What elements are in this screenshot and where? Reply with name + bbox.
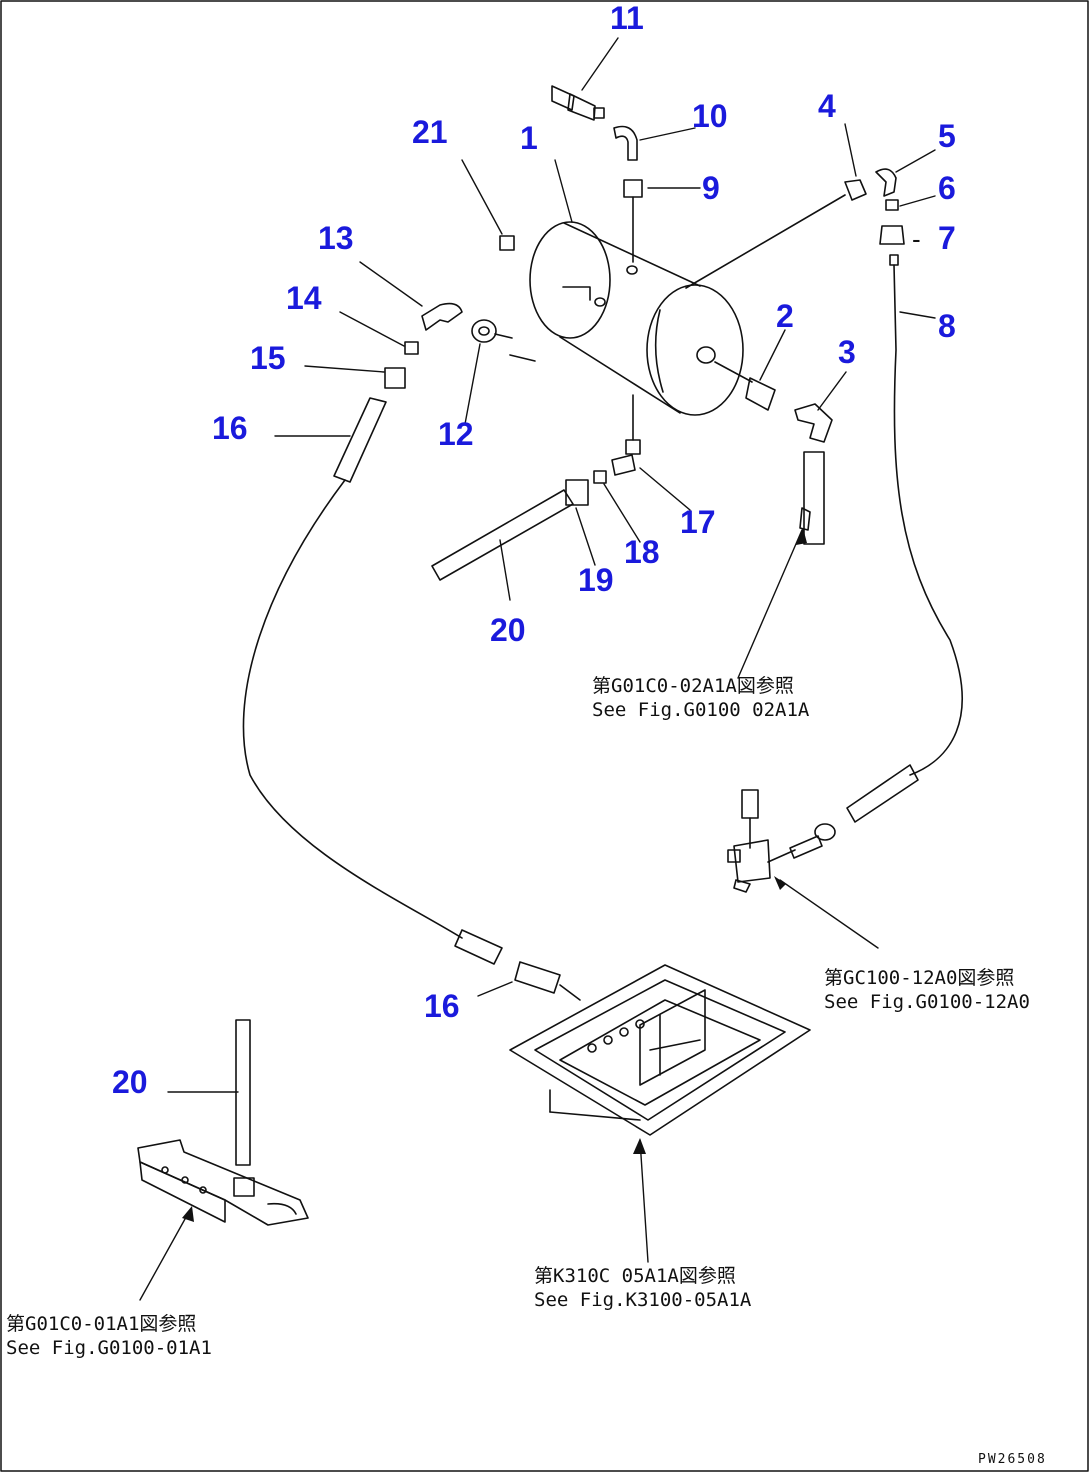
part-7-stem [889, 254, 899, 266]
pipe-3-lower [803, 451, 825, 545]
callout-part-16-lower[interactable]: 16 [424, 988, 460, 1024]
hose-8-end [846, 764, 919, 823]
hose-16-routing [242, 479, 463, 939]
fitting-17 [611, 454, 636, 476]
fitting-9 [623, 179, 643, 263]
elbow-10 [613, 125, 638, 161]
ref-note-en: See Fig.G0100-12A0 [824, 991, 1030, 1013]
ref-note-g0100-02a1a[interactable]: 第G01C0-02A1A図参照 See Fig.G0100 02A1A [592, 674, 809, 722]
part-14 [404, 341, 419, 355]
callout-part-14[interactable]: 14 [286, 280, 322, 316]
air-tank [509, 221, 744, 416]
pedal-plate [509, 964, 811, 1136]
ref-note-k3100-05a1a[interactable]: 第K310C 05A1A図参照 See Fig.K3100-05A1A [534, 1264, 751, 1312]
hose-16-lower [454, 929, 503, 965]
callout-part-20[interactable]: 20 [490, 612, 526, 648]
drawing-code: PW26508 [978, 1452, 1047, 1467]
washer-6 [885, 199, 899, 211]
pipe-20 [431, 489, 574, 581]
ref-note-jp: 第G01C0-01A1図参照 [6, 1313, 197, 1335]
elbow-13 [421, 302, 463, 331]
elbow-3 [794, 403, 833, 443]
callout-part-18[interactable]: 18 [624, 534, 660, 570]
callout-part-12[interactable]: 12 [438, 416, 474, 452]
callout-part-15[interactable]: 15 [250, 340, 286, 376]
ref-note-g0100-12a0[interactable]: 第GC100-12A0図参照 See Fig.G0100-12A0 [824, 966, 1030, 1014]
callout-part-1[interactable]: 1 [520, 120, 538, 156]
washer-18 [593, 470, 607, 484]
ref-note-en: See Fig.G0100 02A1A [592, 699, 810, 721]
callout-part-7[interactable]: 7 [938, 220, 956, 256]
ref-note-en: See Fig.K3100-05A1A [534, 1289, 752, 1311]
hose-16-upper [333, 397, 387, 483]
callout-part-16[interactable]: 16 [212, 410, 248, 446]
ref-note-jp: 第K310C 05A1A図参照 [534, 1265, 736, 1287]
callout-part-10[interactable]: 10 [692, 98, 728, 134]
fitting-4 [844, 179, 867, 201]
ref-note-en: See Fig.G0100-01A1 [6, 1337, 212, 1359]
banjo-12 [471, 319, 513, 343]
callout-part-2[interactable]: 2 [776, 298, 794, 334]
hose-8 [893, 264, 963, 776]
nut-15 [384, 367, 406, 389]
callout-part-17[interactable]: 17 [680, 504, 716, 540]
ref-note-jp: 第G01C0-02A1A図参照 [592, 675, 794, 697]
callout-part-11[interactable]: 11 [610, 0, 644, 36]
nut-7 [879, 225, 905, 245]
ref-note-g0100-01a1[interactable]: 第G01C0-01A1図参照 See Fig.G0100-01A1 [6, 1312, 212, 1360]
arrowheads [182, 528, 807, 1222]
callout-part-4[interactable]: 4 [818, 88, 836, 124]
ref-note-jp: 第GC100-12A0図参照 [824, 967, 1015, 989]
part-11 [551, 85, 605, 121]
callout-part-13[interactable]: 13 [318, 220, 354, 256]
callout-part-6[interactable]: 6 [938, 170, 956, 206]
callout-part-21[interactable]: 21 [412, 114, 448, 150]
nut-19 [565, 479, 589, 506]
elbow-5 [875, 168, 897, 197]
callout-part-19[interactable]: 19 [578, 562, 614, 598]
part-17-top [625, 439, 641, 455]
callout-dash: - [912, 224, 921, 254]
fitting-16-lower [514, 961, 561, 994]
bracket-assembly [137, 1019, 309, 1226]
callout-part-3[interactable]: 3 [838, 334, 856, 370]
callout-part-5[interactable]: 5 [938, 118, 956, 154]
callout-part-9[interactable]: 9 [702, 170, 720, 206]
valve-assembly [727, 789, 836, 893]
line-4 [685, 194, 846, 289]
leader-lines [139, 37, 936, 1301]
pipe-3-clamp [799, 507, 811, 531]
callout-part-8[interactable]: 8 [938, 308, 956, 344]
fitting-2 [714, 361, 776, 411]
plug-21 [499, 235, 515, 251]
callout-part-20-lower[interactable]: 20 [112, 1064, 148, 1100]
